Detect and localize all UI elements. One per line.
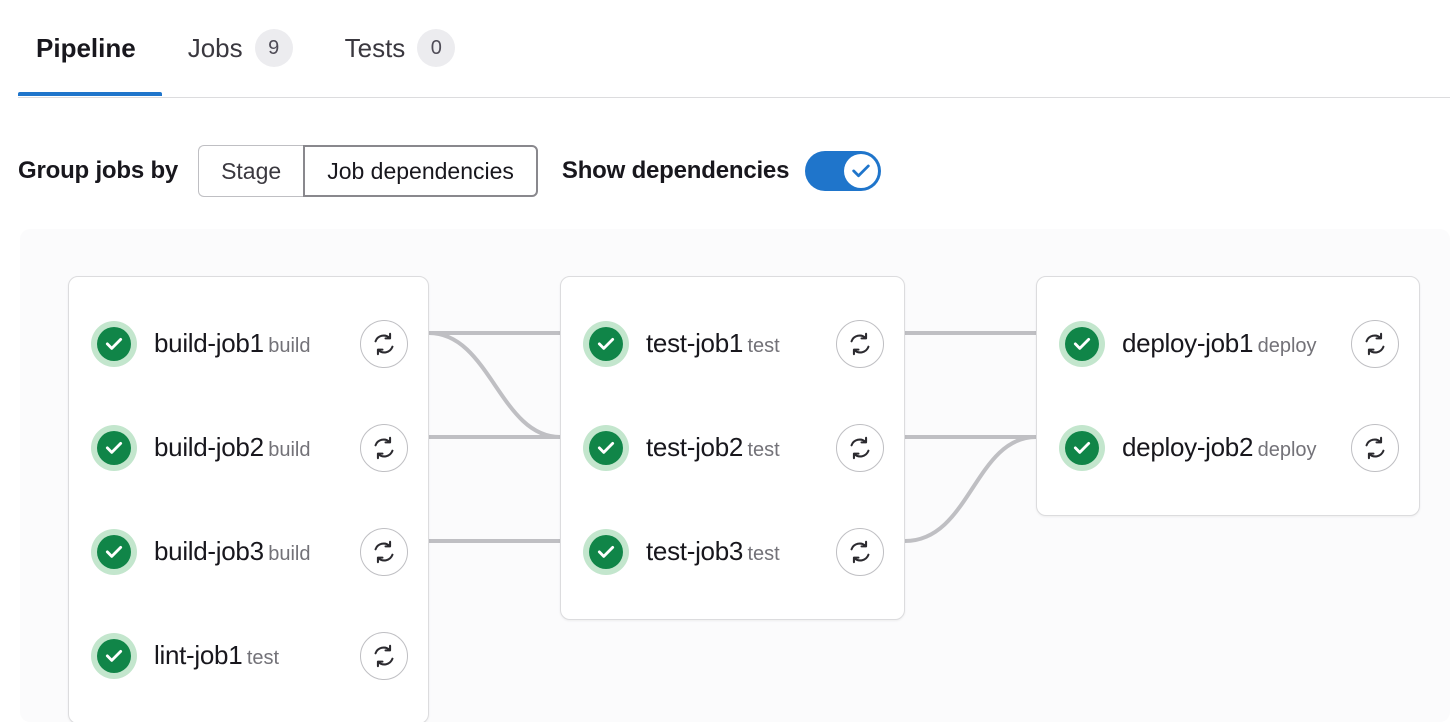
- check-circle-icon: [1059, 321, 1105, 367]
- check-circle-icon: [583, 529, 629, 575]
- group-by-job-dependencies-button[interactable]: Job dependencies: [303, 145, 538, 197]
- job-name: test-job3: [646, 536, 744, 566]
- edge-test-job3-deploy-job2: [903, 435, 1038, 543]
- job-name: build-job2: [154, 432, 264, 462]
- show-dependencies-label: Show dependencies: [561, 157, 790, 184]
- job-name: lint-job1: [154, 640, 243, 670]
- pipeline-tab-bar: Pipeline Jobs 9 Tests 0: [0, 0, 1450, 98]
- tab-tests-badge: 0: [417, 29, 456, 67]
- job-stage: test: [747, 543, 780, 565]
- tab-pipeline-label: Pipeline: [36, 32, 136, 63]
- job-row-test-job3[interactable]: test-job3 test: [561, 500, 904, 604]
- job-name: build-job3: [154, 536, 264, 566]
- group-jobs-by-label: Group jobs by: [18, 157, 179, 184]
- edge-build-job1-test-job2: [427, 331, 562, 439]
- job-card-build-group: build-job1 build build-job2 build: [68, 276, 429, 722]
- retry-icon[interactable]: [360, 632, 408, 680]
- job-card-test-group: test-job1 test test-job2 test: [560, 276, 905, 620]
- retry-icon[interactable]: [836, 424, 884, 472]
- pipeline-controls: Group jobs by Stage Job dependencies Sho…: [0, 128, 1450, 214]
- job-card-deploy-group: deploy-job1 deploy deploy-job2 deploy: [1036, 276, 1420, 516]
- tab-jobs-label: Jobs: [187, 32, 243, 63]
- toggle-knob: [844, 154, 879, 188]
- tab-tests[interactable]: Tests 0: [319, 0, 482, 96]
- tab-bar-divider: [18, 97, 1450, 98]
- job-name: deploy-job1: [1122, 328, 1254, 358]
- check-icon: [852, 164, 870, 178]
- job-stage: test: [747, 439, 780, 461]
- job-row-lint-job1[interactable]: lint-job1 test: [69, 604, 428, 708]
- job-row-test-job2[interactable]: test-job2 test: [561, 396, 904, 500]
- job-stage: test: [246, 647, 280, 669]
- tab-jobs-badge: 9: [254, 29, 293, 67]
- tab-pipeline[interactable]: Pipeline: [18, 0, 162, 96]
- tab-jobs[interactable]: Jobs 9: [162, 0, 319, 96]
- job-row-build-job1[interactable]: build-job1 build: [69, 292, 428, 396]
- retry-icon[interactable]: [1351, 320, 1399, 368]
- job-stage: test: [747, 335, 780, 357]
- check-circle-icon: [91, 425, 137, 471]
- check-circle-icon: [583, 425, 629, 471]
- check-circle-icon: [91, 321, 137, 367]
- pipeline-graph-panel: build-job1 build build-job2 build: [20, 229, 1450, 722]
- job-stage: deploy: [1257, 335, 1317, 357]
- check-circle-icon: [91, 529, 137, 575]
- tab-active-underline: [18, 92, 162, 96]
- job-stage: build: [268, 543, 311, 565]
- tab-list: Pipeline Jobs 9 Tests 0: [18, 0, 481, 96]
- retry-icon[interactable]: [360, 528, 408, 576]
- check-circle-icon: [91, 633, 137, 679]
- job-row-deploy-job1[interactable]: deploy-job1 deploy: [1037, 292, 1419, 396]
- show-dependencies-toggle[interactable]: [805, 151, 882, 191]
- retry-icon[interactable]: [836, 528, 884, 576]
- group-by-stage-button[interactable]: Stage: [198, 145, 304, 197]
- retry-icon[interactable]: [360, 320, 408, 368]
- job-row-deploy-job2[interactable]: deploy-job2 deploy: [1037, 396, 1419, 500]
- job-name: build-job1: [154, 328, 264, 358]
- retry-icon[interactable]: [836, 320, 884, 368]
- job-name: test-job1: [646, 328, 744, 358]
- retry-icon[interactable]: [1351, 424, 1399, 472]
- dependency-edges: [427, 331, 1038, 543]
- job-row-build-job3[interactable]: build-job3 build: [69, 500, 428, 604]
- job-stage: build: [268, 335, 311, 357]
- job-stage: build: [268, 439, 311, 461]
- job-stage: deploy: [1257, 439, 1317, 461]
- check-circle-icon: [1059, 425, 1105, 471]
- job-row-test-job1[interactable]: test-job1 test: [561, 292, 904, 396]
- job-row-build-job2[interactable]: build-job2 build: [69, 396, 428, 500]
- group-jobs-by-segmented-control: Stage Job dependencies: [198, 145, 538, 197]
- retry-icon[interactable]: [360, 424, 408, 472]
- job-name: test-job2: [646, 432, 744, 462]
- check-circle-icon: [583, 321, 629, 367]
- tab-tests-label: Tests: [344, 32, 406, 63]
- job-name: deploy-job2: [1122, 432, 1254, 462]
